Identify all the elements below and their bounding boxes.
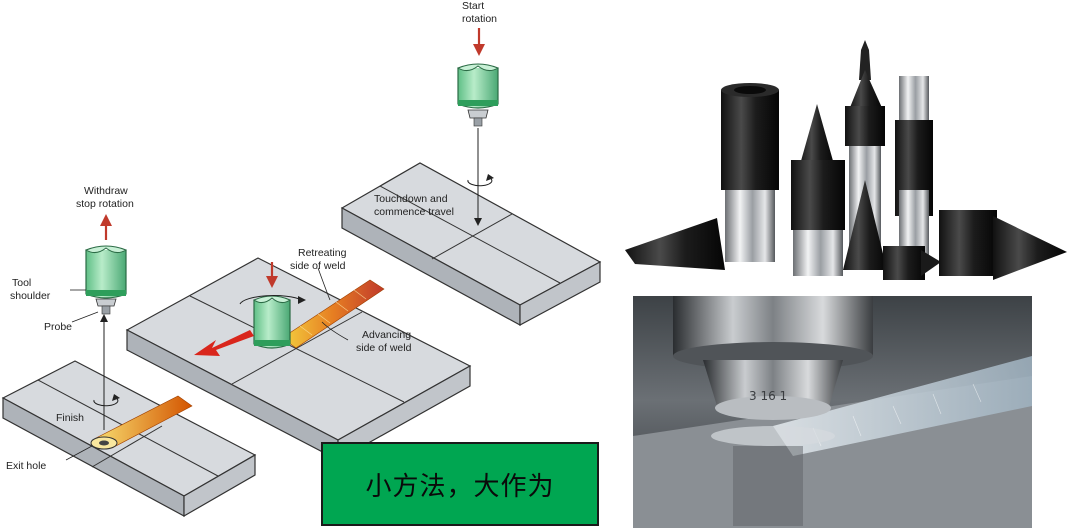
label-advancing-2: side of weld	[356, 342, 412, 354]
tool-traveling	[239, 295, 306, 349]
label-touchdown-1: Touchdown and	[374, 193, 448, 205]
label-probe: Probe	[44, 321, 72, 333]
label-exit-hole: Exit hole	[6, 460, 46, 472]
fsw-process-diagram: Start rotation Touchdown and commence tr…	[1, 0, 602, 518]
tool-start	[456, 63, 500, 226]
fsw-tools-photo	[621, 40, 1071, 290]
label-retreating-1: Retreating	[298, 247, 347, 259]
caption-text: 小方法，大作为	[365, 471, 555, 502]
label-start-2: rotation	[462, 13, 497, 25]
label-touchdown-2: commence travel	[374, 206, 454, 218]
label-withdraw-1: Withdraw	[84, 185, 128, 197]
caption-box: 小方法，大作为	[321, 442, 599, 526]
weld-seam-middle	[281, 279, 385, 349]
svg-text:3 16 1: 3 16 1	[749, 389, 787, 403]
plate-middle	[125, 257, 472, 462]
label-start-1: Start	[462, 0, 484, 12]
tool-withdraw	[84, 245, 128, 430]
label-tool-shoulder-1: Tool	[12, 277, 31, 289]
label-withdraw-2: stop rotation	[76, 198, 134, 210]
plate-finish	[1, 360, 257, 518]
travel-direction-arrow	[194, 330, 254, 356]
label-tool-shoulder-2: shoulder	[10, 290, 51, 302]
fsw-welding-photo: 3 16 1	[633, 296, 1032, 528]
label-finish: Finish	[56, 412, 84, 424]
plate-touchdown	[340, 162, 602, 327]
label-retreating-2: side of weld	[290, 260, 346, 272]
label-advancing-1: Advancing	[362, 329, 411, 341]
